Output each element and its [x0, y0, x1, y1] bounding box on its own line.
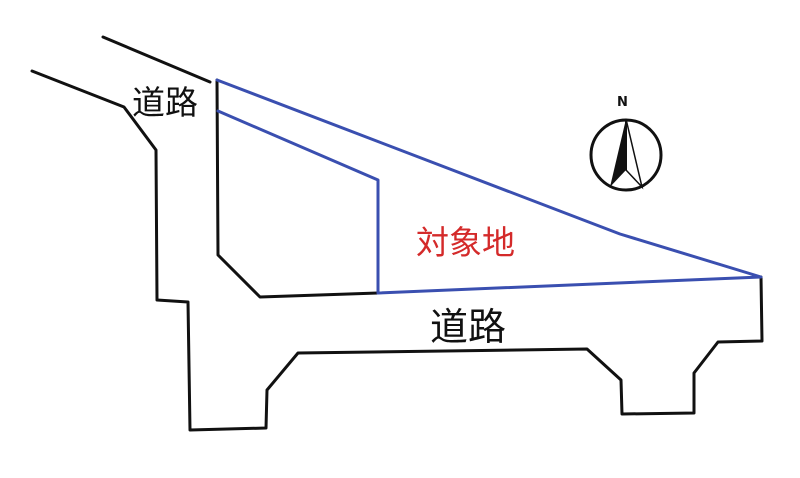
lot-boundaries: [215, 78, 763, 295]
road-outlines: [30, 35, 764, 432]
north-arrow-icon: [589, 118, 663, 192]
road-edge-upper-left: [101, 35, 212, 84]
lot-outer-boundary: [215, 78, 763, 295]
site-label: 対象地: [416, 223, 515, 262]
road-label-top: 道路: [132, 83, 198, 122]
road-edge-inner: [215, 78, 380, 299]
north-letter: N: [617, 95, 628, 110]
road-label-bottom: 道路: [430, 305, 507, 349]
compass-needle-right: [625, 118, 644, 190]
road-edge-outer: [30, 69, 764, 432]
compass-needle-left: [610, 119, 626, 187]
